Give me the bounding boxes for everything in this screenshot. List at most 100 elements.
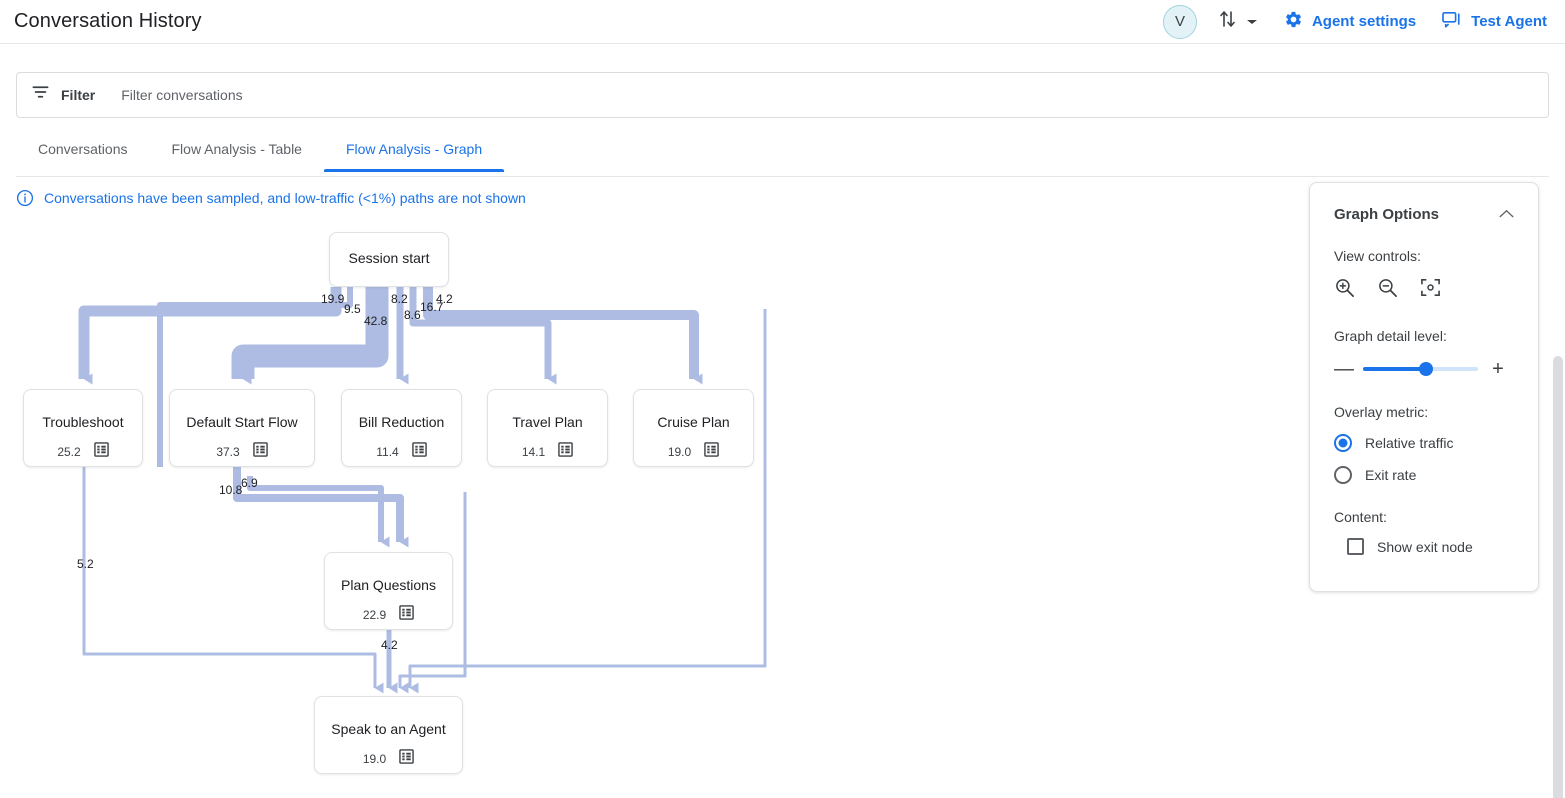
list-table-icon[interactable]	[704, 442, 719, 462]
top-bar-actions: V Agent settin	[1162, 4, 1565, 39]
checkbox-label: Show exit node	[1377, 538, 1473, 555]
filter-bar: Filter	[16, 72, 1549, 118]
tab-flow-analysis-table[interactable]: Flow Analysis - Table	[171, 141, 302, 157]
info-icon	[16, 189, 34, 207]
graph-node-speak-to-an-agent[interactable]: Speak to an Agent 19.0	[314, 696, 463, 774]
edge-label: 19.9	[321, 292, 345, 306]
search-input[interactable]	[119, 80, 1020, 110]
overlay-metric-label: Overlay metric:	[1334, 404, 1429, 420]
chevron-up-icon[interactable]	[1499, 205, 1514, 223]
node-title: Speak to an Agent	[331, 721, 446, 737]
list-table-icon[interactable]	[558, 442, 573, 462]
node-metric: 22.9	[362, 608, 387, 622]
slider-thumb[interactable]	[1419, 362, 1434, 376]
node-title: Bill Reduction	[358, 414, 445, 430]
node-metric-row: 19.0	[668, 442, 719, 462]
detail-level-label: Graph detail level:	[1334, 328, 1447, 344]
node-title: Cruise Plan	[657, 414, 730, 430]
test-agent-label: Test Agent	[1471, 13, 1547, 30]
test-agent-link[interactable]: Test Agent	[1442, 11, 1547, 33]
gear-icon	[1284, 10, 1303, 33]
graph-options-panel: Graph Options View controls:	[1309, 182, 1539, 592]
content-label: Content:	[1334, 509, 1387, 525]
node-title: Default Start Flow	[186, 414, 298, 430]
edge-label: 42.8	[364, 314, 388, 328]
node-metric: 37.3	[216, 445, 240, 459]
radio-label: Relative traffic	[1365, 435, 1454, 451]
top-bar: Conversation History V	[0, 0, 1565, 44]
graph-node-default-start-flow[interactable]: Default Start Flow 37.3	[169, 389, 315, 467]
page-title: Conversation History	[14, 10, 202, 32]
node-title: Troubleshoot	[42, 414, 124, 430]
edge-label: 16.7	[420, 300, 444, 314]
zoom-out-icon[interactable]	[1377, 277, 1398, 303]
avatar[interactable]: V	[1162, 4, 1197, 39]
edge-label: 5.2	[77, 557, 94, 571]
list-table-icon[interactable]	[399, 605, 414, 625]
chevron-down-icon	[1246, 13, 1258, 31]
view-controls-label: View controls:	[1334, 248, 1421, 264]
chat-bubble-icon	[1442, 11, 1462, 33]
filter-label: Filter	[61, 87, 96, 103]
edge-label: 10.8	[219, 483, 243, 497]
graph-node-cruise-plan[interactable]: Cruise Plan 19.0	[633, 389, 754, 467]
graph-node-bill-reduction[interactable]: Bill Reduction 11.4	[341, 389, 462, 467]
agent-settings-link[interactable]: Agent settings	[1284, 10, 1416, 33]
sort-control[interactable]	[1219, 9, 1258, 34]
radio-button-icon[interactable]	[1334, 434, 1352, 452]
sort-arrows-icon	[1219, 9, 1237, 34]
node-metric-row: 19.0	[363, 749, 414, 769]
node-metric: 19.0	[362, 752, 387, 766]
edge-label: 9.5	[344, 302, 361, 316]
list-table-icon[interactable]	[252, 442, 268, 462]
detail-level-slider[interactable]	[1363, 362, 1478, 376]
graph-node-travel-plan[interactable]: Travel Plan 14.1	[487, 389, 608, 467]
filter-icon[interactable]	[31, 83, 50, 107]
edge-label: 6.9	[241, 476, 258, 490]
list-table-icon[interactable]	[93, 442, 109, 462]
detail-increase-button[interactable]: +	[1492, 358, 1504, 380]
radio-exit-rate[interactable]: Exit rate	[1334, 466, 1514, 484]
checkbox-show-exit-node[interactable]: Show exit node	[1347, 538, 1514, 555]
edge-label: 8.6	[404, 308, 421, 322]
sampling-notice: Conversations have been sampled, and low…	[16, 189, 526, 207]
avatar-initial: V	[1174, 13, 1185, 30]
graph-options-title: Graph Options	[1334, 205, 1439, 223]
tab-flow-analysis-graph[interactable]: Flow Analysis - Graph	[323, 133, 505, 172]
radio-button-icon[interactable]	[1334, 466, 1352, 484]
node-metric-row: 14.1	[522, 442, 573, 462]
flow-graph-edges	[78, 287, 767, 694]
radio-label: Exit rate	[1365, 467, 1417, 483]
edge-label: 4.2	[381, 638, 398, 652]
node-metric: 19.0	[667, 445, 692, 459]
zoom-in-icon[interactable]	[1334, 277, 1355, 303]
node-metric-row: 11.4	[376, 442, 427, 462]
vertical-scrollbar-track[interactable]	[1550, 176, 1565, 798]
sampling-notice-text: Conversations have been sampled, and low…	[44, 190, 526, 206]
detail-level-slider-row: — +	[1334, 359, 1514, 379]
graph-options-header[interactable]: Graph Options	[1334, 205, 1514, 223]
node-title: Plan Questions	[341, 577, 436, 593]
graph-node-troubleshoot[interactable]: Troubleshoot 25.2	[23, 389, 143, 467]
tab-conversations[interactable]: Conversations	[38, 141, 128, 157]
checkbox-icon[interactable]	[1347, 538, 1364, 555]
edge-label: 4.2	[436, 292, 453, 306]
view-controls-group	[1334, 277, 1514, 303]
fit-to-screen-icon[interactable]	[1420, 277, 1441, 303]
node-title: Travel Plan	[512, 414, 583, 430]
node-metric-row: 25.2	[57, 442, 109, 462]
node-title: Session start	[348, 250, 430, 266]
agent-settings-label: Agent settings	[1311, 13, 1417, 30]
list-table-icon[interactable]	[411, 442, 427, 462]
node-metric-row: 22.9	[363, 605, 414, 625]
vertical-scrollbar-thumb[interactable]	[1553, 356, 1563, 798]
flow-graph-canvas[interactable]: Session start Troubleshoot 25.2	[0, 176, 1549, 798]
graph-node-session-start[interactable]: Session start	[329, 232, 449, 287]
node-metric: 14.1	[521, 445, 546, 459]
node-metric: 11.4	[376, 445, 399, 459]
radio-relative-traffic[interactable]: Relative traffic	[1334, 434, 1514, 452]
detail-decrease-button[interactable]: —	[1334, 358, 1354, 380]
list-table-icon[interactable]	[399, 749, 414, 769]
graph-node-plan-questions[interactable]: Plan Questions 22.9	[324, 552, 453, 630]
